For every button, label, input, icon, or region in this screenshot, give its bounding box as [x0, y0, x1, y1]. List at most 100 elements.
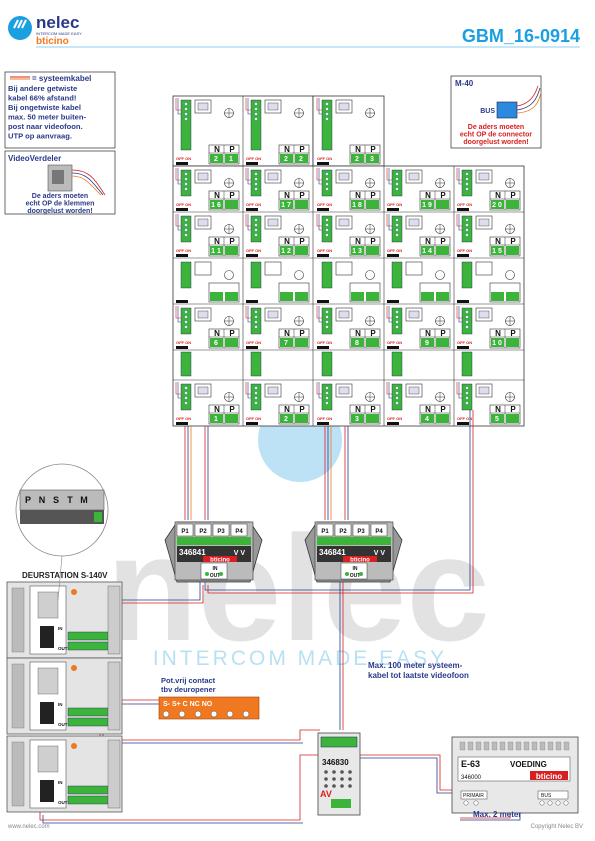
monitor-p-label: P	[229, 145, 235, 154]
watermark: nelec INTERCOM MADE EASY	[106, 398, 490, 672]
monitor-p-label: P	[229, 405, 235, 414]
monitor-switch-label: OFF ON	[176, 156, 191, 161]
legend-box: = systeemkabel Bij andere getwistekabel …	[4, 71, 116, 149]
power-supply-e63: E-63 VOEDING 346000 bticino PRIMAIR BUS …	[451, 736, 579, 819]
monitor-switch-label: OFF ON	[317, 416, 332, 421]
monitor-number: 1	[214, 416, 218, 423]
brand-sub: bticino	[36, 36, 69, 47]
contact-title-line: Pot.vrij contact	[161, 676, 216, 685]
monitor-number: 1 8	[352, 202, 362, 209]
videoverdeler-warning-line: doorgelust worden!	[27, 208, 92, 215]
psu-brand: bticino	[536, 772, 562, 781]
monitor-number: 1 4	[422, 248, 432, 255]
monitor-p-label: P	[510, 329, 516, 338]
distributor-port-label: P3	[217, 529, 225, 535]
monitor-n-label: N	[214, 237, 220, 246]
monitor-number: 1 9	[422, 202, 432, 209]
monitor-n-label: N	[495, 405, 501, 414]
monitor-number: 4	[425, 416, 429, 423]
monitor-n-label: N	[284, 237, 290, 246]
footer-right: Copyright Nelec BV	[531, 824, 583, 830]
monitor-n-label: N	[214, 145, 220, 154]
psu-name: E-63	[461, 759, 480, 769]
m40-bus-label: BUS	[480, 108, 495, 115]
m40-warning-line: echt OP de connector	[460, 132, 532, 139]
monitor-p-label: P	[370, 329, 376, 338]
distributor-vv: V V	[374, 550, 386, 557]
monitor-number: 1 2	[281, 248, 291, 255]
monitor-n-label: N	[214, 329, 220, 338]
distributor-model: 346841	[179, 548, 206, 557]
monitor-number: 2 0	[492, 202, 502, 209]
monitor-number-suffix: 2	[299, 156, 303, 163]
monitor-n-label: N	[425, 405, 431, 414]
monitor-switch-label: OFF ON	[246, 156, 261, 161]
monitor-switch-label: OFF ON	[457, 340, 472, 345]
module-346830-model: 346830	[322, 758, 349, 767]
monitor-n-label: N	[284, 145, 290, 154]
wiring	[39, 410, 521, 824]
monitor-number-suffix: 1	[229, 156, 233, 163]
door-in-label: IN	[58, 626, 63, 631]
monitor-number: 6	[214, 340, 218, 347]
psu-max-label: Max. 2 meter	[473, 810, 521, 819]
monitor-number: 5	[495, 416, 499, 423]
zoom-connector-label: N	[39, 495, 46, 505]
m40-warning-line: De aders moeten	[468, 124, 524, 131]
monitor-switch-label: OFF ON	[387, 248, 402, 253]
monitor-switch-label: OFF ON	[176, 202, 191, 207]
monitor-switch-label: OFF ON	[317, 202, 332, 207]
monitor-switch-label: OFF ON	[246, 416, 261, 421]
distributor-brand: bticino	[210, 558, 230, 564]
legend-note: kabel 66% afstand!	[8, 94, 76, 103]
monitor-n-label: N	[214, 405, 220, 414]
m40-warning-line: doorgelust worden!	[463, 139, 528, 146]
monitor-p-label: P	[370, 405, 376, 414]
monitor-number: 1 6	[211, 202, 221, 209]
monitor-p-label: P	[440, 191, 446, 200]
monitor-p-label: P	[370, 237, 376, 246]
monitor-unit	[246, 261, 310, 303]
watermark-sub: INTERCOM MADE EASY	[153, 647, 447, 670]
monitor-n-label: N	[495, 237, 501, 246]
legend-note: Bij ongetwiste kabel	[8, 103, 81, 112]
monitor-switch-label: OFF ON	[387, 340, 402, 345]
monitor-p-label: P	[510, 405, 516, 414]
monitor-n-label: N	[495, 329, 501, 338]
monitor-unit	[176, 261, 240, 303]
monitor-switch-label: OFF ON	[457, 416, 472, 421]
zoom-connector-label: P	[25, 495, 31, 505]
psu-primary: PRIMAIR	[463, 793, 484, 799]
monitor-number: 1 7	[281, 202, 291, 209]
monitor-p-label: P	[299, 237, 305, 246]
distributor-vv: V V	[234, 550, 246, 557]
monitor-switch-label: OFF ON	[317, 248, 332, 253]
distributor-in-label: IN	[213, 566, 218, 572]
